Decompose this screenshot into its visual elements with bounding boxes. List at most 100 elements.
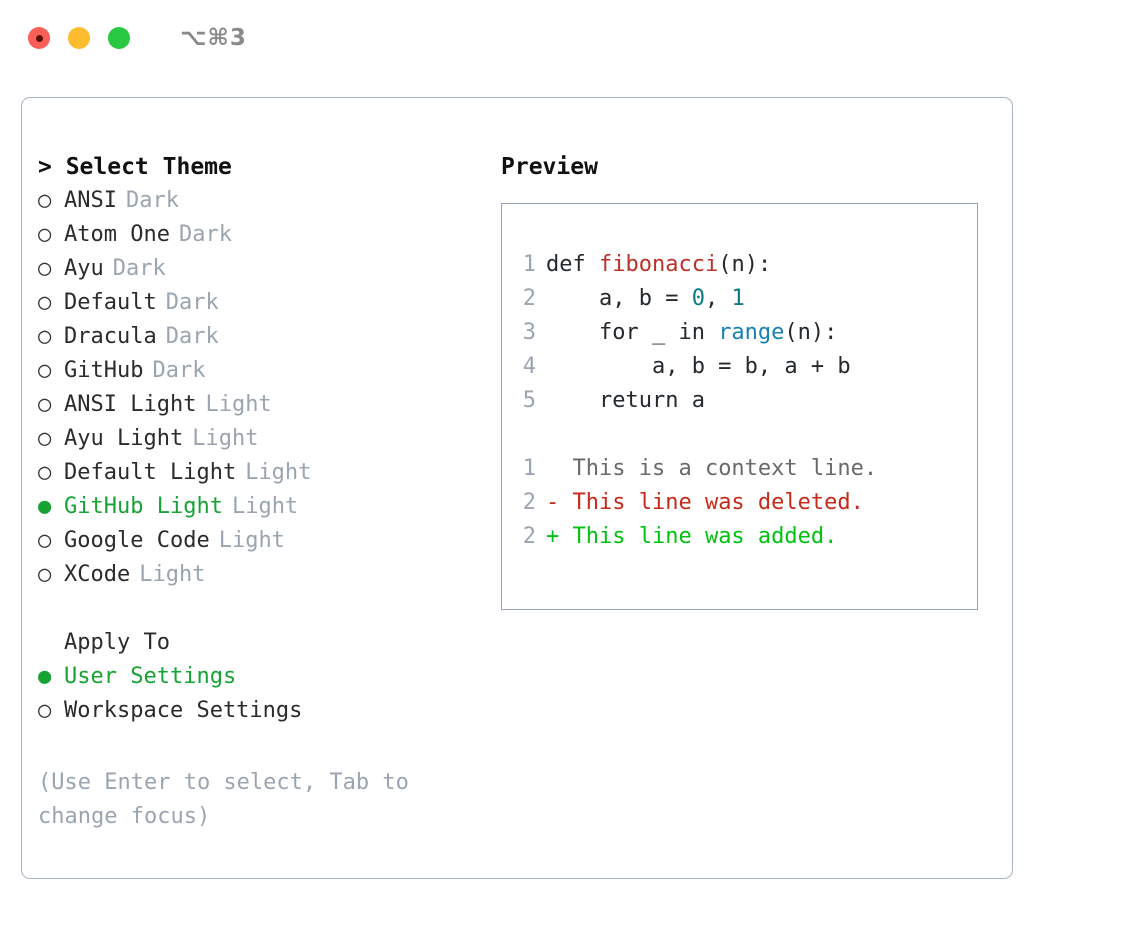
title-bar: ⌥⌘3 bbox=[0, 0, 1140, 76]
theme-variant-tag: Light bbox=[245, 460, 312, 485]
diff-marker: + bbox=[546, 524, 560, 549]
code-text: def fibonacci(n): bbox=[546, 248, 771, 282]
diff-text: This is a context line. bbox=[559, 456, 878, 481]
line-number: 2 bbox=[522, 524, 536, 549]
theme-option-ansi-light[interactable]: ○ ANSI Light Light bbox=[38, 388, 498, 422]
keyboard-shortcut-label: ⌥⌘3 bbox=[180, 24, 247, 51]
theme-variant-tag: Light bbox=[139, 562, 206, 587]
theme-option-label: ANSI bbox=[64, 188, 117, 213]
theme-option-label: GitHub bbox=[64, 358, 144, 383]
theme-option-label: ANSI Light bbox=[64, 392, 197, 417]
code-line: 2 a, b = 0, 1 bbox=[502, 282, 977, 316]
theme-option-label: Atom One bbox=[64, 222, 170, 247]
line-number: 4 bbox=[522, 354, 536, 379]
radio-unselected-icon: ○ bbox=[38, 256, 52, 281]
theme-option-label: GitHub Light bbox=[64, 494, 223, 519]
code-token: def bbox=[546, 252, 599, 277]
maximize-button-icon[interactable] bbox=[108, 27, 130, 49]
theme-variant-tag: Light bbox=[205, 392, 272, 417]
preview-heading: Preview bbox=[501, 154, 598, 180]
traffic-lights bbox=[28, 27, 130, 49]
theme-option-label: Ayu Light bbox=[64, 426, 184, 451]
line-number: 3 bbox=[522, 320, 536, 345]
apply-to-option-workspace-settings[interactable]: ○ Workspace Settings bbox=[38, 694, 498, 728]
code-token: return a bbox=[546, 388, 705, 413]
theme-option-label: Ayu bbox=[64, 256, 104, 281]
radio-unselected-icon: ○ bbox=[38, 426, 52, 451]
radio-unselected-icon: ○ bbox=[38, 324, 52, 349]
diff-line-add: 2 + This line was added. bbox=[502, 520, 977, 554]
theme-option-github-light[interactable]: ● GitHub Light Light bbox=[38, 490, 498, 524]
code-text: for _ in range(n): bbox=[546, 316, 837, 350]
theme-variant-tag: Dark bbox=[165, 324, 219, 349]
radio-unselected-icon: ○ bbox=[38, 698, 52, 723]
radio-unselected-icon: ○ bbox=[38, 562, 52, 587]
theme-variant-tag: Light bbox=[231, 494, 299, 519]
theme-option-label: Default bbox=[64, 290, 157, 315]
spacer bbox=[38, 728, 498, 762]
line-number: 2 bbox=[522, 490, 536, 515]
apply-to-option-list: ● User Settings ○ Workspace Settings bbox=[38, 660, 498, 728]
select-theme-heading: > Select Theme bbox=[38, 154, 232, 180]
code-line: 5 return a bbox=[502, 384, 977, 418]
apply-to-option-label: Workspace Settings bbox=[64, 698, 303, 723]
diff-text: This line was deleted. bbox=[559, 490, 864, 515]
theme-option-label: Google Code bbox=[64, 528, 210, 553]
code-line: 1 def fibonacci(n): bbox=[502, 248, 977, 282]
keyboard-hint-text: (Use Enter to select, Tab to change focu… bbox=[38, 770, 409, 829]
code-token: a, b = b, a + b bbox=[546, 354, 851, 379]
apply-to-option-label: User Settings bbox=[64, 664, 237, 689]
theme-variant-tag: Dark bbox=[125, 188, 179, 213]
radio-unselected-icon: ○ bbox=[38, 222, 52, 247]
radio-unselected-icon: ○ bbox=[38, 290, 52, 315]
diff-line-del: 2- This line was deleted. bbox=[502, 486, 977, 520]
diff-text: This line was added. bbox=[559, 524, 838, 549]
radio-selected-icon: ● bbox=[38, 664, 52, 689]
close-button-icon[interactable] bbox=[28, 27, 50, 49]
diff-sample: 1 This is a context line.2- This line wa… bbox=[502, 452, 977, 554]
radio-unselected-icon: ○ bbox=[38, 460, 52, 485]
theme-option-ayu-light[interactable]: ○ Ayu Light Light bbox=[38, 422, 498, 456]
theme-option-label: XCode bbox=[64, 562, 131, 587]
code-token: for _ in bbox=[546, 320, 719, 345]
theme-variant-tag: Light bbox=[192, 426, 259, 451]
code-token: , bbox=[704, 286, 732, 311]
theme-variant-tag: Dark bbox=[165, 290, 219, 315]
code-text: a, b = 0, 1 bbox=[546, 282, 745, 316]
code-token: 1 bbox=[731, 286, 745, 311]
theme-option-default[interactable]: ○ Default Dark bbox=[38, 286, 498, 320]
line-number: 5 bbox=[522, 388, 536, 413]
code-text: return a bbox=[546, 384, 705, 418]
spacer bbox=[38, 592, 498, 626]
diff-line-ctx: 1 This is a context line. bbox=[502, 452, 977, 486]
code-token: fibonacci bbox=[598, 252, 719, 277]
line-number: 1 bbox=[522, 252, 536, 277]
code-token: range bbox=[718, 320, 785, 345]
radio-unselected-icon: ○ bbox=[38, 358, 52, 383]
code-token: (n): bbox=[718, 252, 772, 277]
code-text: a, b = b, a + b bbox=[546, 350, 851, 384]
spacer bbox=[502, 418, 977, 452]
radio-selected-icon: ● bbox=[38, 494, 52, 519]
theme-option-xcode[interactable]: ○ XCode Light bbox=[38, 558, 498, 592]
line-number: 1 bbox=[522, 456, 536, 481]
minimize-button-icon[interactable] bbox=[68, 27, 90, 49]
apply-to-option-user-settings[interactable]: ● User Settings bbox=[38, 660, 498, 694]
radio-unselected-icon: ○ bbox=[38, 528, 52, 553]
line-number: 2 bbox=[522, 286, 536, 311]
radio-unselected-icon: ○ bbox=[38, 392, 52, 417]
code-token: (n): bbox=[784, 320, 838, 345]
